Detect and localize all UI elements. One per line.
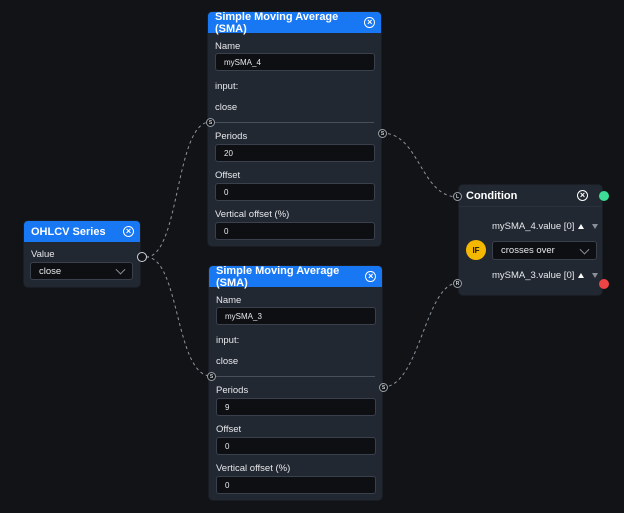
sma1-periods-field[interactable]: 20 xyxy=(215,144,375,162)
sma1-divider xyxy=(208,122,374,123)
close-icon[interactable]: × xyxy=(365,271,376,282)
sma1-voffset-label: Vertical offset (%) xyxy=(215,209,290,220)
chevron-down-icon xyxy=(115,264,126,275)
sma1-periods-label: Periods xyxy=(215,131,248,142)
wire-sma2-to-condition xyxy=(382,282,459,388)
condition-operator-select[interactable]: crosses over xyxy=(492,241,597,260)
sma1-name-label: Name xyxy=(215,41,241,52)
sma1-input-port[interactable]: S xyxy=(206,118,215,127)
chevron-down-icon xyxy=(579,244,590,255)
sma1-node-title: Simple Moving Average (SMA) xyxy=(215,10,339,35)
sma1-offset-field[interactable]: 0 xyxy=(215,183,375,201)
sma2-offset-label: Offset xyxy=(216,424,242,435)
sma2-output-port[interactable]: S xyxy=(379,383,388,392)
condition-left-port[interactable]: L xyxy=(453,192,462,201)
condition-true-output-port[interactable] xyxy=(599,191,609,201)
caret-up-icon[interactable] xyxy=(578,224,585,229)
condition-right-operand-row[interactable]: mySMA_3.value [0] xyxy=(492,270,599,281)
sma2-node-title: Simple Moving Average (SMA) xyxy=(216,264,340,289)
ohlcv-value-select[interactable]: close xyxy=(30,262,133,280)
sma2-name-field[interactable]: mySMA_3 xyxy=(216,307,376,325)
sma1-name-field[interactable]: mySMA_4 xyxy=(215,53,375,71)
condition-node[interactable]: Condition × mySMA_4.value [0] IF crosses… xyxy=(459,185,602,295)
sma-node-1[interactable]: Simple Moving Average (SMA) × Name mySMA… xyxy=(208,10,381,246)
sma1-input-label: input: xyxy=(215,81,239,92)
condition-operator-selected: crosses over xyxy=(501,245,555,256)
condition-left-operand-row[interactable]: mySMA_4.value [0] xyxy=(492,221,599,232)
condition-node-header[interactable]: Condition × xyxy=(459,185,602,207)
sma2-name-label: Name xyxy=(216,295,242,306)
condition-false-output-port[interactable] xyxy=(599,279,609,289)
sma1-output-port[interactable]: S xyxy=(378,129,387,138)
sma2-periods-field[interactable]: 9 xyxy=(216,398,376,416)
caret-up-icon[interactable] xyxy=(578,273,585,278)
sma2-node-header[interactable]: Simple Moving Average (SMA) × xyxy=(209,264,382,289)
wire-sma1-to-condition xyxy=(381,132,459,198)
sma2-periods-label: Periods xyxy=(216,385,249,396)
if-badge: IF xyxy=(466,240,486,260)
close-icon[interactable]: × xyxy=(364,17,375,28)
ohlcv-node-title: OHLCV Series xyxy=(31,225,106,238)
condition-right-operand: mySMA_3.value [0] xyxy=(492,270,575,281)
ohlcv-node-header[interactable]: OHLCV Series × xyxy=(24,221,140,242)
sma1-offset-label: Offset xyxy=(215,170,241,181)
ohlcv-value-selected: close xyxy=(39,265,62,277)
sma1-voffset-field[interactable]: 0 xyxy=(215,222,375,240)
wire-ohlcv-to-sma1 xyxy=(145,121,211,258)
ohlcv-output-port[interactable] xyxy=(137,252,147,262)
sma2-voffset-label: Vertical offset (%) xyxy=(216,463,291,474)
caret-down-icon[interactable] xyxy=(592,224,599,229)
sma2-offset-field[interactable]: 0 xyxy=(216,437,376,455)
sma-node-2[interactable]: Simple Moving Average (SMA) × Name mySMA… xyxy=(209,264,382,500)
condition-node-title: Condition xyxy=(466,189,518,202)
sma1-input-value: close xyxy=(215,102,238,113)
sma2-input-value: close xyxy=(216,356,239,367)
condition-left-operand: mySMA_4.value [0] xyxy=(492,221,575,232)
sma2-voffset-field[interactable]: 0 xyxy=(216,476,376,494)
sma2-input-label: input: xyxy=(216,335,240,346)
condition-right-port[interactable]: R xyxy=(453,279,462,288)
close-icon[interactable]: × xyxy=(123,226,134,237)
wire-ohlcv-to-sma2 xyxy=(145,256,212,377)
sma2-divider xyxy=(209,376,375,377)
ohlcv-series-node[interactable]: OHLCV Series × Value close xyxy=(24,221,140,287)
sma1-node-header[interactable]: Simple Moving Average (SMA) × xyxy=(208,10,381,35)
sma2-input-port[interactable]: S xyxy=(207,372,216,381)
ohlcv-value-label: Value xyxy=(31,249,55,260)
close-icon[interactable]: × xyxy=(577,190,588,201)
caret-down-icon[interactable] xyxy=(592,273,599,278)
